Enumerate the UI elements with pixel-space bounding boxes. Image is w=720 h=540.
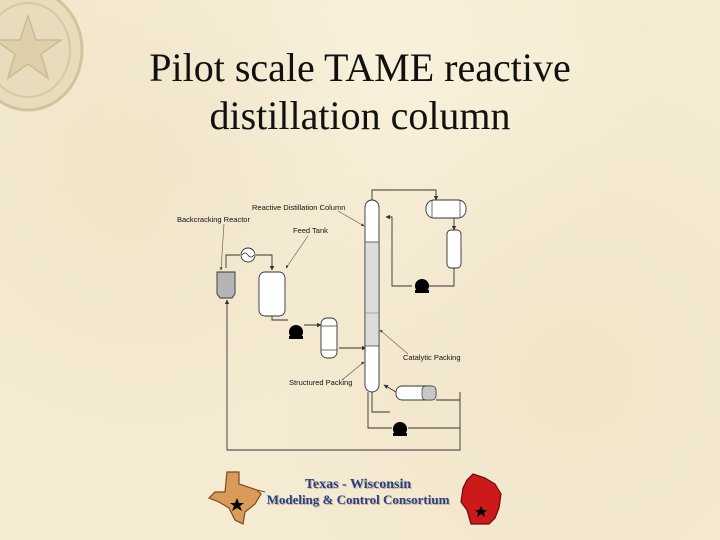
slide-title: Pilot scale TAME reactive distillation c… bbox=[60, 44, 660, 140]
reflux-line bbox=[385, 214, 412, 287]
star-icon bbox=[0, 13, 64, 80]
backcracking-reactor bbox=[216, 271, 236, 299]
consortium-name-line-2: Modeling & Control Consortium bbox=[266, 492, 450, 507]
label-backcracking-reactor: Backcracking Reactor bbox=[177, 215, 250, 224]
state-seal-watermark bbox=[0, 0, 84, 112]
process-flow-diagram: Reactive Distillation Column Backcrackin… bbox=[177, 189, 467, 451]
bottoms-to-reactor bbox=[224, 299, 461, 451]
column-bottom-line bbox=[367, 392, 392, 429]
label-catalytic-packing: Catalytic Packing bbox=[403, 353, 461, 362]
wisconsin-star-icon bbox=[475, 506, 487, 517]
title-line-2: distillation column bbox=[209, 93, 511, 138]
heat-exchanger bbox=[240, 247, 256, 263]
consortium-name-line-1: Texas - Wisconsin bbox=[304, 477, 412, 492]
consortium-logo bbox=[207, 471, 502, 525]
catalytic-packing-section bbox=[364, 241, 380, 347]
label-reactive-column: Reactive Distillation Column bbox=[252, 203, 345, 212]
exchanger-outlet-line bbox=[256, 254, 275, 271]
reflux-drum bbox=[446, 229, 462, 269]
reflux-pump bbox=[415, 279, 429, 293]
reboiler bbox=[395, 385, 437, 401]
label-structured-packing: Structured Packing bbox=[289, 378, 352, 387]
bottoms-pump bbox=[393, 422, 407, 436]
texas-map-icon bbox=[207, 471, 262, 525]
feed-tank bbox=[258, 271, 286, 317]
wisconsin-map-icon bbox=[460, 473, 502, 525]
reactive-distillation-column bbox=[364, 199, 380, 393]
drum-outlet-line bbox=[428, 268, 455, 287]
reboiler-loop bbox=[371, 392, 390, 413]
overhead-vapor-line bbox=[371, 189, 439, 201]
reactor-inlet-line bbox=[225, 254, 240, 268]
reboiler-return bbox=[383, 384, 397, 393]
label-feed-tank: Feed Tank bbox=[293, 226, 328, 235]
condenser bbox=[425, 199, 467, 219]
preheater bbox=[320, 317, 338, 359]
feed-pump bbox=[289, 325, 303, 339]
title-line-1: Pilot scale TAME reactive bbox=[149, 45, 571, 90]
texas-star-icon bbox=[230, 498, 244, 511]
